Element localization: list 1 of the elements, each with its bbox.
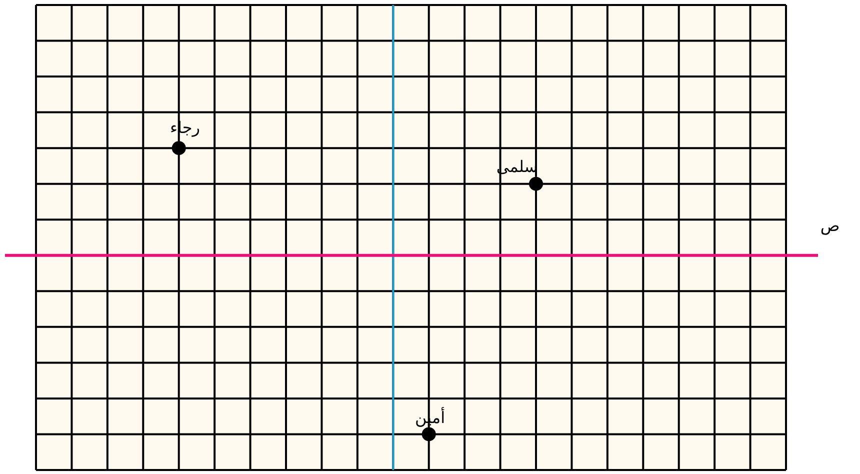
axis-label: ص bbox=[820, 217, 840, 235]
